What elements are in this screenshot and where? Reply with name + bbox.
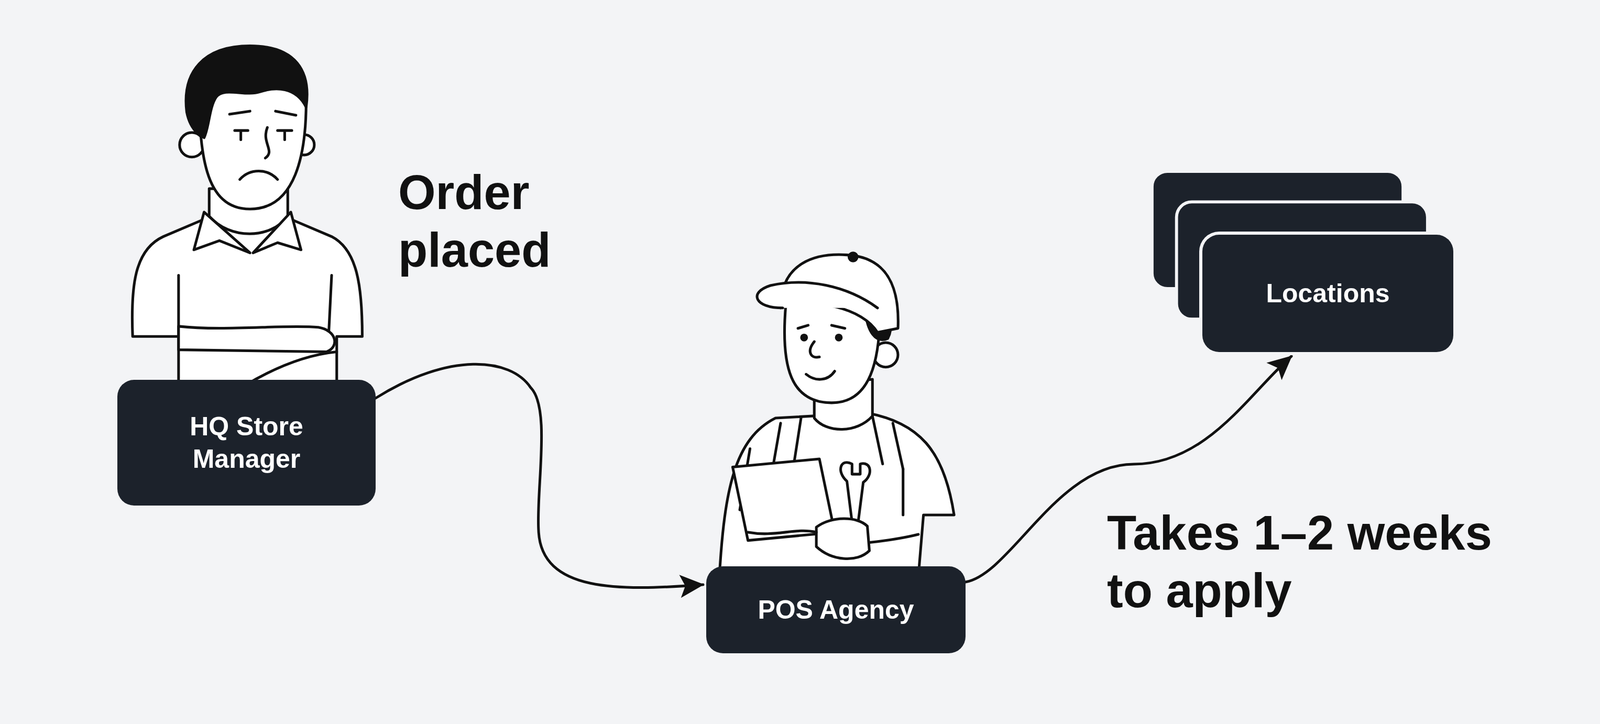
box-label: HQ Store Manager — [147, 410, 347, 476]
box-label: POS Agency — [757, 593, 914, 627]
flow-arrow — [375, 364, 704, 588]
process-box: HQ Store Manager — [117, 379, 376, 506]
box-label: Locations — [1265, 277, 1390, 311]
edge-label: Order placed — [398, 163, 629, 280]
process-box: POS Agency — [706, 566, 966, 654]
process-box: Locations — [1202, 234, 1454, 353]
edge-label: Takes 1–2 weeks to apply — [1107, 503, 1511, 620]
